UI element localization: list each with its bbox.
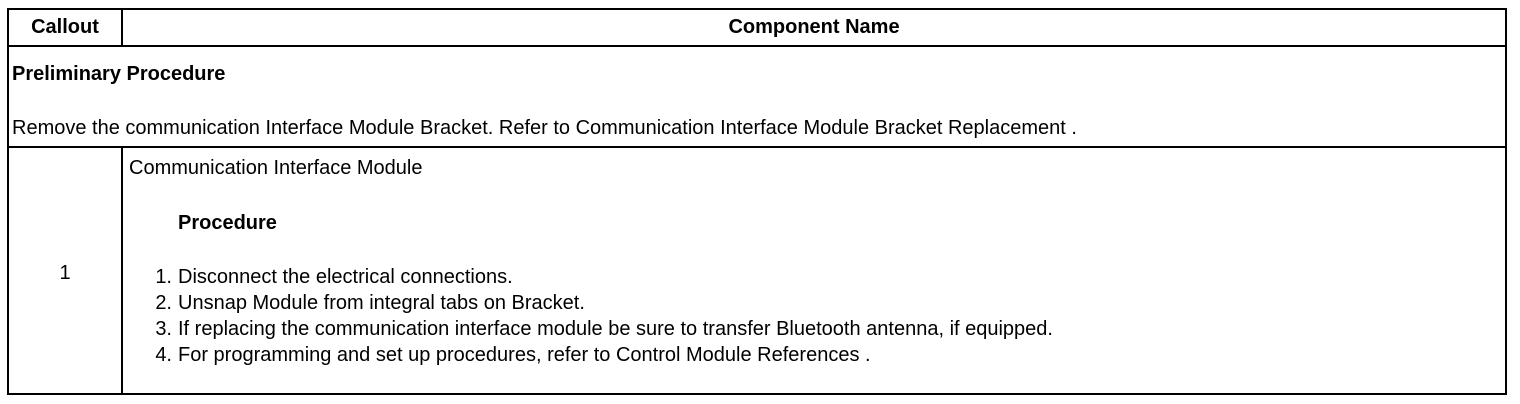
preliminary-procedure-row: Preliminary Procedure Remove the communi… (9, 47, 1505, 148)
procedure-steps: 1. Disconnect the electrical connections… (143, 264, 1053, 368)
header-callout: Callout (9, 10, 123, 45)
step-text: If replacing the communication interface… (178, 318, 1053, 340)
step-text: For programming and set up procedures, r… (178, 344, 871, 366)
preliminary-procedure-text: Remove the communication Interface Modul… (12, 117, 1077, 139)
callout-number: 1 (59, 262, 71, 284)
step-number: 2. (155, 292, 172, 314)
procedure-step: 2. Unsnap Module from integral tabs on B… (143, 290, 1053, 316)
table-row: 1 Communication Interface Module Procedu… (9, 148, 1505, 393)
header-component-name: Component Name (728, 16, 900, 38)
procedure-step: 3. If replacing the communication interf… (143, 316, 1053, 342)
step-text: Unsnap Module from integral tabs on Brac… (178, 292, 585, 314)
procedure-table: Callout Component Name Preliminary Proce… (7, 8, 1507, 395)
callout-cell: 1 (9, 148, 123, 393)
table-header-row: Callout Component Name (9, 10, 1505, 47)
step-number: 1. (155, 266, 172, 288)
component-cell: Communication Interface Module Procedure… (123, 148, 1505, 393)
procedure-title: Procedure (178, 212, 277, 234)
preliminary-procedure-title: Preliminary Procedure (12, 63, 226, 85)
step-number: 4. (155, 344, 172, 366)
step-number: 3. (155, 318, 172, 340)
procedure-step: 4. For programming and set up procedures… (143, 342, 1053, 368)
procedure-step: 1. Disconnect the electrical connections… (143, 264, 1053, 290)
step-text: Disconnect the electrical connections. (178, 266, 513, 288)
component-name: Communication Interface Module (129, 157, 423, 179)
